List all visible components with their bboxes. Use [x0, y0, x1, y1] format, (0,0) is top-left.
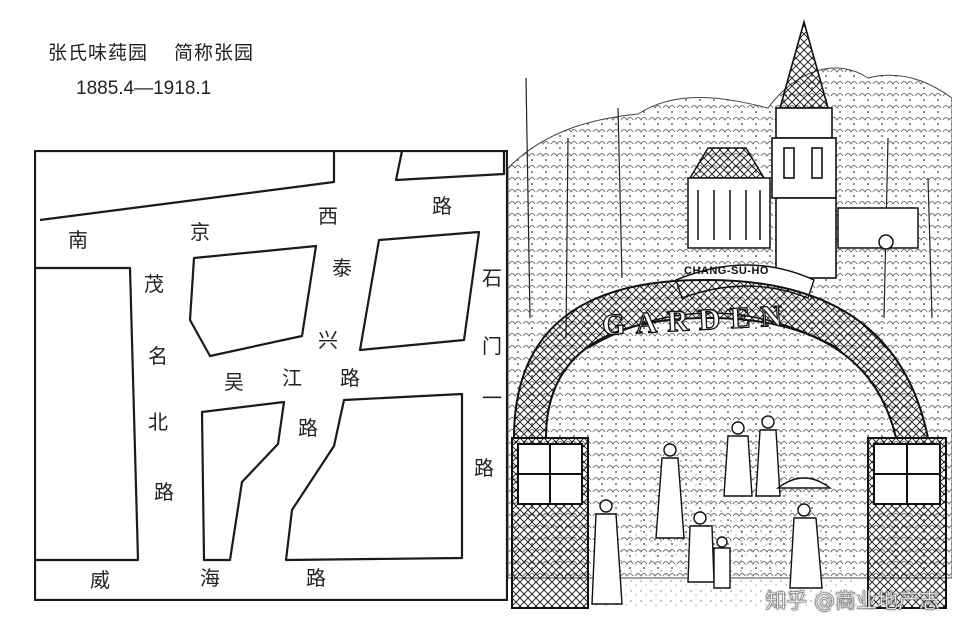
label-taixing-3: 路 — [298, 416, 318, 440]
label-shimen-4: 路 — [474, 456, 494, 480]
label-wujiang-1: 吴 — [224, 370, 244, 394]
garden-name: 张氏味莼园 — [48, 42, 149, 64]
road-edge-north-2 — [394, 150, 506, 182]
label-wujiang-2: 江 — [282, 366, 302, 390]
block-ne — [358, 230, 481, 352]
garden-short-name: 简称张园 — [174, 42, 255, 64]
block-se — [284, 392, 464, 562]
foliage — [508, 67, 952, 579]
block-west — [35, 266, 140, 562]
label-weihai-2: 海 — [200, 566, 220, 590]
label-taixing-2: 兴 — [318, 328, 338, 352]
scene-drawing — [508, 19, 952, 609]
visitors — [591, 415, 833, 605]
watermark: 知乎 @商业地产志 — [765, 589, 940, 614]
label-shimen-1: 石 — [482, 266, 502, 290]
block-nw — [188, 244, 318, 358]
label-maoming-2: 名 — [148, 344, 168, 368]
street-map: 南 京 西 路 泰 兴 路 茂 名 北 路 吴 江 路 石 门 一 路 威 海 … — [34, 150, 508, 601]
label-nanjing-2: 京 — [190, 220, 210, 244]
label-wujiang-3: 路 — [340, 366, 360, 390]
tree-trunks — [525, 77, 933, 339]
period: 1885.4—1918.1 — [76, 78, 212, 99]
tower — [771, 19, 837, 279]
label-nanjing-4: 路 — [432, 194, 452, 218]
garden-gate-illustration: CHANG-SU-HO GARDEN — [508, 18, 952, 614]
sign-text: CHANG-SU-HO — [684, 265, 769, 277]
label-shimen-2: 门 — [482, 334, 502, 358]
block-sw — [200, 400, 286, 562]
title-block: 张氏味莼园 简称张园 1885.4—1918.1 — [48, 38, 254, 99]
label-nanjing-3: 西 — [318, 204, 338, 228]
label-taixing-1: 泰 — [332, 256, 352, 280]
label-maoming-3: 北 — [148, 410, 168, 434]
label-weihai-1: 威 — [90, 568, 110, 592]
map-frame-border — [34, 150, 508, 601]
label-maoming-1: 茂 — [144, 272, 164, 296]
label-weihai-3: 路 — [306, 566, 326, 590]
label-nanjing-1: 南 — [68, 228, 88, 252]
label-shimen-3: 一 — [482, 386, 502, 410]
title: 张氏味莼园 简称张园 — [48, 38, 254, 65]
road-edge-north-1 — [39, 151, 336, 222]
pavilion — [687, 147, 919, 250]
label-maoming-4: 路 — [154, 480, 174, 504]
map-lines — [34, 150, 508, 601]
gate-pillars — [511, 437, 947, 609]
